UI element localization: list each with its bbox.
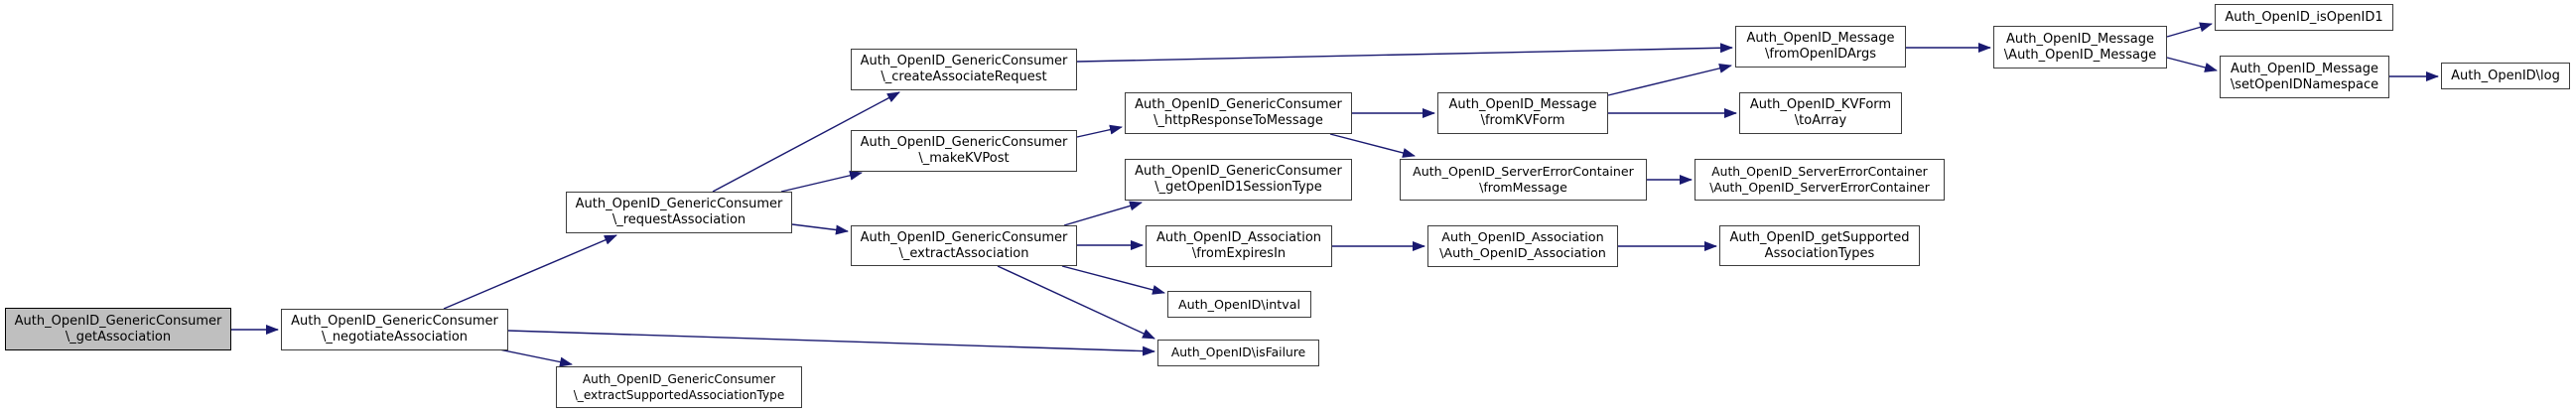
graph-node-label-line: \_createAssociateRequest bbox=[881, 69, 1047, 84]
edge-negotiateAssociation-to-extractSupportedAssociationType bbox=[498, 348, 573, 367]
graph-node-requestAssociation[interactable]: Auth_OpenID_GenericConsumer\_requestAsso… bbox=[566, 192, 792, 233]
graph-node-label-line: \_extractSupportedAssociationType bbox=[573, 388, 785, 402]
graph-node-label-line: Auth_OpenID_isOpenID1 bbox=[2225, 10, 2383, 25]
graph-node-getOpenID1SessionType[interactable]: Auth_OpenID_GenericConsumer\_getOpenID1S… bbox=[1125, 159, 1352, 201]
graph-node-label-line: Auth_OpenID_ServerErrorContainer bbox=[1711, 165, 1928, 179]
graph-node-label-line: Auth_OpenID\isFailure bbox=[1170, 345, 1306, 359]
graph-node-label-line: Auth_OpenID_GenericConsumer bbox=[860, 54, 1068, 69]
graph-node-createAssociateRequest[interactable]: Auth_OpenID_GenericConsumer\_createAssoc… bbox=[851, 49, 1077, 90]
edge-fromKVForm-to-fromOpenIDArgs bbox=[1607, 63, 1732, 96]
graph-node-label-line: Auth_OpenID_GenericConsumer bbox=[860, 135, 1068, 150]
graph-node-label-line: \_makeKVPost bbox=[918, 151, 1010, 166]
graph-node-label-line: \_negotiateAssociation bbox=[321, 330, 469, 345]
edge-requestAssociation-to-extractAssociation bbox=[791, 223, 849, 235]
graph-node-toArray[interactable]: Auth_OpenID_KVForm\toArray bbox=[1739, 92, 1902, 134]
graph-node-messageCtor[interactable]: Auth_OpenID_Message\Auth_OpenID_Message bbox=[1993, 26, 2167, 69]
graph-node-intval[interactable]: Auth_OpenID\intval bbox=[1167, 291, 1311, 318]
graph-node-label-line: \_requestAssociation bbox=[611, 212, 746, 227]
graph-node-label-line: \_httpResponseToMessage bbox=[1153, 113, 1323, 128]
edge-messageCtor-to-isOpenID1 bbox=[2166, 22, 2213, 38]
graph-node-getAssociation[interactable]: Auth_OpenID_GenericConsumer\_getAssociat… bbox=[5, 308, 231, 350]
graph-node-label-line: \Auth_OpenID_Association bbox=[1439, 246, 1606, 261]
graph-node-extractSupportedAssociationType[interactable]: Auth_OpenID_GenericConsumer \_extractSupp… bbox=[556, 366, 802, 408]
graph-node-setOpenIDNamespace[interactable]: Auth_OpenID_Message\setOpenIDNamespace bbox=[2220, 56, 2389, 98]
graph-node-label-line: \fromMessage bbox=[1479, 180, 1567, 195]
edge-extractAssociation-to-isFailure bbox=[997, 265, 1155, 340]
edge-negotiateAssociation-to-requestAssociation bbox=[443, 234, 617, 310]
graph-node-label-line: Auth_OpenID_Message bbox=[1448, 97, 1597, 112]
graph-node-label-line: Auth_OpenID_GenericConsumer bbox=[14, 313, 222, 329]
graph-node-label-line: \_getOpenID1SessionType bbox=[1154, 180, 1322, 195]
graph-node-label-line: \toArray bbox=[1794, 113, 1847, 128]
graph-node-httpResponseToMessage[interactable]: Auth_OpenID_GenericConsumer\_httpRespons… bbox=[1125, 92, 1352, 134]
graph-node-label-line: \Auth_OpenID_ServerErrorContainer bbox=[1709, 181, 1930, 195]
graph-node-label-line: Auth_OpenID_getSupported bbox=[1729, 229, 1910, 245]
graph-node-extractAssociation[interactable]: Auth_OpenID_GenericConsumer\_extractAsso… bbox=[851, 225, 1077, 266]
graph-node-negotiateAssociation[interactable]: Auth_OpenID_GenericConsumer\_negotiateAs… bbox=[281, 309, 508, 350]
graph-node-label-line: Auth_OpenID_Message bbox=[1746, 31, 1895, 46]
edge-makeKVPost-to-httpResponseToMessage bbox=[1076, 124, 1123, 138]
graph-node-isOpenID1[interactable]: Auth_OpenID_isOpenID1 bbox=[2215, 4, 2393, 31]
graph-node-label-line: Auth_OpenID_GenericConsumer bbox=[575, 197, 783, 211]
graph-node-makeKVPost[interactable]: Auth_OpenID_GenericConsumer\_makeKVPost bbox=[851, 130, 1077, 172]
edge-extractAssociation-to-intval bbox=[1061, 265, 1165, 295]
graph-node-label-line: Auth_OpenID_Message bbox=[2230, 61, 2378, 76]
graph-node-label-line: \Auth_OpenID_Message bbox=[2003, 47, 2157, 63]
graph-node-log[interactable]: Auth_OpenID\log bbox=[2441, 63, 2570, 89]
edge-messageCtor-to-setOpenIDNamespace bbox=[2166, 57, 2218, 72]
edge-negotiateAssociation-to-isFailure bbox=[507, 330, 1155, 356]
edge-extractAssociation-to-getOpenID1SessionType bbox=[1063, 201, 1143, 226]
graph-node-label-line: Auth_OpenID\log bbox=[2451, 69, 2560, 83]
edge-requestAssociation-to-createAssociateRequest bbox=[712, 91, 900, 193]
edge-requestAssociation-to-makeKVPost bbox=[780, 170, 863, 193]
graph-node-label-line: \_getAssociation bbox=[65, 329, 172, 345]
graph-node-label-line: Auth_OpenID_Association bbox=[1441, 230, 1604, 245]
graph-node-associationCtor[interactable]: Auth_OpenID_Association\Auth_OpenID_Asso… bbox=[1427, 225, 1618, 267]
graph-node-label-line: Auth_OpenID_Association bbox=[1155, 230, 1322, 245]
graph-node-label-line: \fromOpenIDArgs bbox=[1764, 47, 1876, 62]
graph-node-serverErrorFromMessage[interactable]: Auth_OpenID_ServerErrorContainer\fromMes… bbox=[1400, 159, 1647, 201]
graph-node-label-line: \fromKVForm bbox=[1480, 113, 1565, 128]
graph-node-fromKVForm[interactable]: Auth_OpenID_Message\fromKVForm bbox=[1437, 92, 1608, 134]
edge-httpResponseToMessage-to-serverErrorFromMessage bbox=[1329, 133, 1416, 158]
graph-node-fromOpenIDArgs[interactable]: Auth_OpenID_Message\fromOpenIDArgs bbox=[1735, 26, 1906, 68]
graph-node-label-line: Auth_OpenID_Message bbox=[2005, 31, 2154, 47]
graph-node-fromExpiresIn[interactable]: Auth_OpenID_Association\fromExpiresIn bbox=[1146, 225, 1332, 267]
graph-node-label-line: \fromExpiresIn bbox=[1191, 246, 1287, 261]
graph-node-label-line: Auth_OpenID\intval bbox=[1177, 297, 1301, 312]
graph-node-label-line: Auth_OpenID_GenericConsumer bbox=[291, 314, 498, 329]
graph-node-label-line: Auth_OpenID_GenericConsumer bbox=[582, 372, 776, 386]
graph-node-label-line: Auth_OpenID_GenericConsumer bbox=[1135, 164, 1342, 179]
edge-createAssociateRequest-to-fromOpenIDArgs bbox=[1076, 43, 1733, 63]
graph-node-label-line: AssociationTypes bbox=[1764, 245, 1875, 261]
graph-node-isFailure[interactable]: Auth_OpenID\isFailure bbox=[1157, 340, 1319, 366]
graph-node-label-line: Auth_OpenID_GenericConsumer bbox=[1135, 97, 1342, 112]
graph-node-label-line: Auth_OpenID_KVForm bbox=[1749, 97, 1892, 112]
graph-node-label-line: \setOpenIDNamespace bbox=[2230, 76, 2379, 92]
graph-node-label-line: Auth_OpenID_GenericConsumer bbox=[860, 229, 1068, 245]
graph-node-label-line: Auth_OpenID_ServerErrorContainer bbox=[1413, 164, 1634, 179]
graph-node-serverErrorCtor[interactable]: Auth_OpenID_ServerErrorContainer \Auth_Op… bbox=[1695, 159, 1945, 201]
graph-node-label-line: \_extractAssociation bbox=[898, 245, 1029, 261]
